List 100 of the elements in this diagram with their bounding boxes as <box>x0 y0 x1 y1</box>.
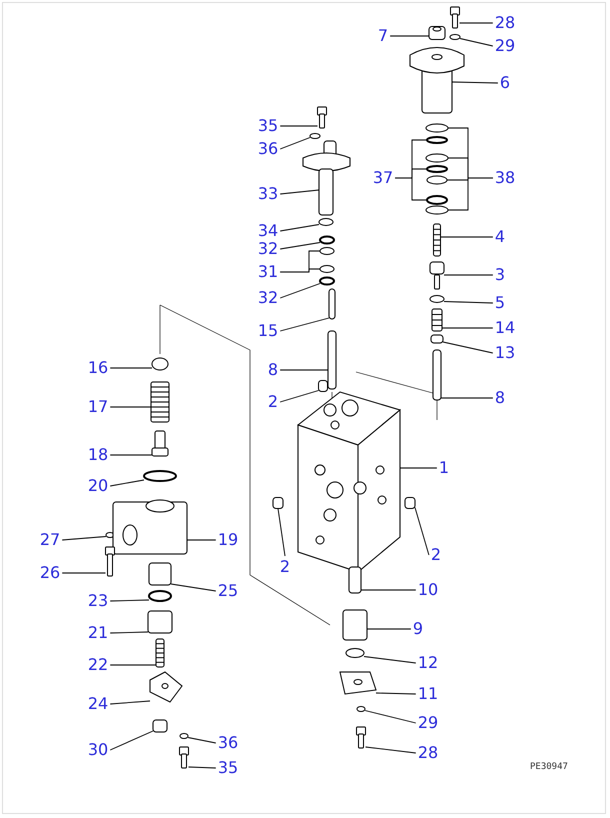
spool-drawing <box>432 350 442 400</box>
callout-number: 10 <box>418 581 438 599</box>
spring-drawing <box>150 382 170 422</box>
leader-line <box>278 508 286 556</box>
spring-drawing <box>433 224 441 256</box>
backup-ring-drawing <box>426 176 448 184</box>
cover-drawing <box>410 47 464 114</box>
washer-drawing <box>310 133 320 139</box>
leader-line <box>188 737 216 744</box>
plug-drawing <box>318 380 328 392</box>
spring-drawing <box>432 308 442 332</box>
callout-number: 33 <box>258 185 278 203</box>
drawing-number: PE30947 <box>530 762 568 772</box>
callout-number: 34 <box>258 222 278 240</box>
leader-line <box>394 178 428 200</box>
leader-line <box>62 536 106 540</box>
bolt-drawing <box>356 726 366 748</box>
callout-number: 36 <box>258 140 278 158</box>
callout-number: 24 <box>88 695 108 713</box>
nut-drawing <box>152 720 168 732</box>
ring-drawing <box>319 236 335 244</box>
leader-line <box>110 600 150 602</box>
leader-line <box>110 632 148 634</box>
o-ring-drawing <box>148 590 172 602</box>
callout-number: 27 <box>40 531 60 549</box>
callout-number: 3 <box>494 266 506 284</box>
callout-number: 13 <box>494 344 516 362</box>
o-ring-drawing <box>430 295 444 303</box>
callout-number: 15 <box>258 322 278 340</box>
leader-line <box>280 283 320 298</box>
leader-line <box>364 710 416 724</box>
callout-number: 32 <box>258 240 278 258</box>
nut-drawing <box>428 26 446 40</box>
callout-number: 35 <box>218 759 238 777</box>
leader-line <box>452 82 498 84</box>
callout-number: 29 <box>494 37 516 55</box>
callout-number: 8 <box>494 389 506 407</box>
ring-drawing <box>319 276 335 286</box>
washer-drawing <box>450 34 460 40</box>
seal-ring-drawing <box>426 136 448 144</box>
bolt-drawing <box>105 546 115 576</box>
leader-line <box>376 692 416 694</box>
callout-number: 4 <box>494 228 506 246</box>
callout-number: 21 <box>88 624 108 642</box>
seal-ring-drawing <box>426 195 448 205</box>
seal-ring-drawing <box>426 165 448 173</box>
callout-number: 5 <box>494 294 506 312</box>
callout-number: 26 <box>40 564 60 582</box>
leader-line <box>459 22 494 24</box>
leader-line <box>110 664 156 666</box>
nut-drawing <box>152 358 168 370</box>
leader-line <box>460 38 494 46</box>
flange-drawing <box>150 671 183 703</box>
callout-number: 37 <box>372 169 394 187</box>
callout-number: 38 <box>494 169 516 187</box>
bolt-drawing <box>179 746 189 768</box>
poppet-drawing <box>430 262 444 290</box>
housing-drawing <box>112 500 188 554</box>
piston-drawing <box>148 562 172 586</box>
callout-number: 28 <box>418 744 438 762</box>
leader-line <box>280 190 320 194</box>
leader-line <box>170 584 216 592</box>
callout-number: 29 <box>418 714 438 732</box>
rod-drawing <box>328 288 336 320</box>
callout-number: 2 <box>268 393 278 411</box>
leader-line <box>280 224 320 232</box>
leader-line <box>110 700 150 704</box>
poppet-drawing <box>348 566 362 594</box>
callout-number: 14 <box>494 319 516 337</box>
ring-drawing <box>320 265 334 273</box>
piston-drawing <box>152 430 168 456</box>
callout-number: 32 <box>258 289 278 307</box>
ring-drawing <box>320 247 334 255</box>
spool-drawing <box>328 330 336 390</box>
leader-line <box>188 766 216 768</box>
callout-number: 12 <box>418 654 438 672</box>
leader-line <box>280 390 319 402</box>
callout-number: 28 <box>494 14 516 32</box>
sleeve-drawing <box>342 610 368 640</box>
callout-number: 9 <box>412 620 424 638</box>
leader-line <box>280 318 330 332</box>
backup-ring-drawing <box>426 154 448 162</box>
leader-line <box>366 628 412 630</box>
callout-number: 7 <box>378 27 388 45</box>
bolt-drawing <box>450 6 460 28</box>
leader-line <box>280 268 320 272</box>
callout-number: 31 <box>258 263 278 281</box>
cover-drawing <box>339 672 377 695</box>
washer-drawing <box>356 706 366 712</box>
leader-line <box>365 746 416 754</box>
callout-number: 6 <box>500 74 510 92</box>
leader-line <box>440 236 494 238</box>
callout-number: 20 <box>88 477 108 495</box>
leader-line <box>364 656 416 664</box>
callout-number: 2 <box>430 546 442 564</box>
spring-drawing <box>156 638 164 668</box>
plug-drawing <box>272 497 284 509</box>
leader-line <box>444 301 494 304</box>
o-ring-drawing <box>318 218 334 226</box>
o-ring-drawing <box>143 470 177 482</box>
